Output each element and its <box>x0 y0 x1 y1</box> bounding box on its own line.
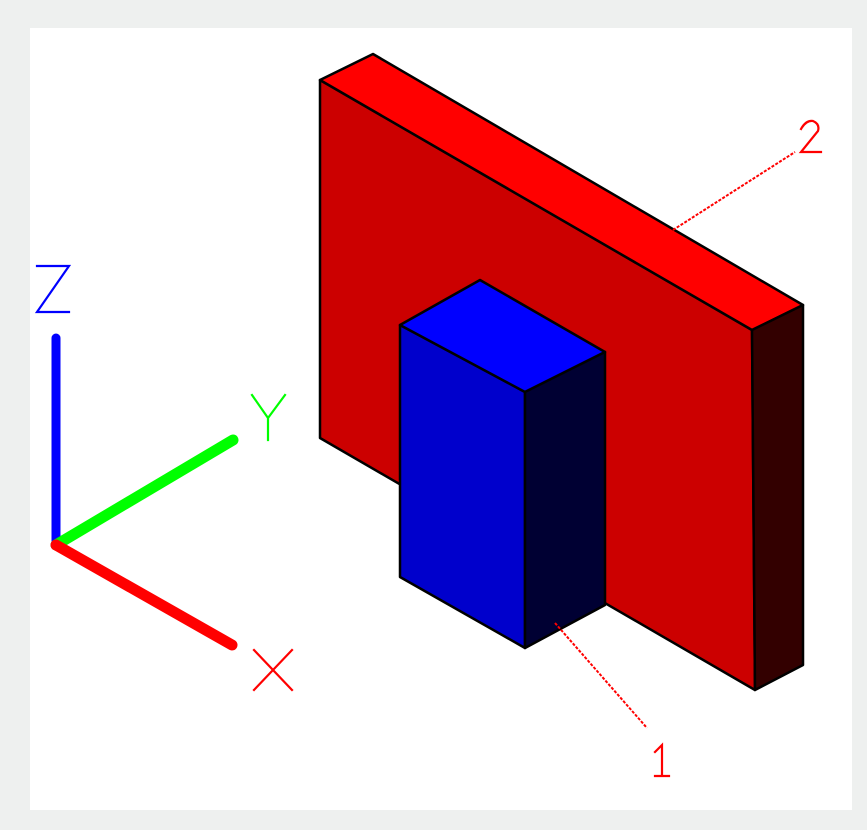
callout-1-label: 1 <box>653 742 671 778</box>
callout-2-label: 2 <box>798 119 823 154</box>
y-axis-line <box>50 434 239 551</box>
x-axis-label: X <box>252 648 294 692</box>
isometric-scene: 2 1 Z Y X <box>34 52 823 778</box>
z-axis-label: Z <box>34 264 72 314</box>
blue-box <box>398 278 607 650</box>
callout-2-leader <box>672 151 796 231</box>
drawing-canvas: 2 1 Z Y X <box>30 28 852 810</box>
axis-triad <box>50 333 239 651</box>
red-plate-side-face <box>750 303 805 692</box>
callout-1-leader <box>554 622 648 729</box>
y-axis-label: Y <box>250 393 287 442</box>
x-axis-line <box>50 539 238 651</box>
blue-box-side-face <box>523 350 607 650</box>
